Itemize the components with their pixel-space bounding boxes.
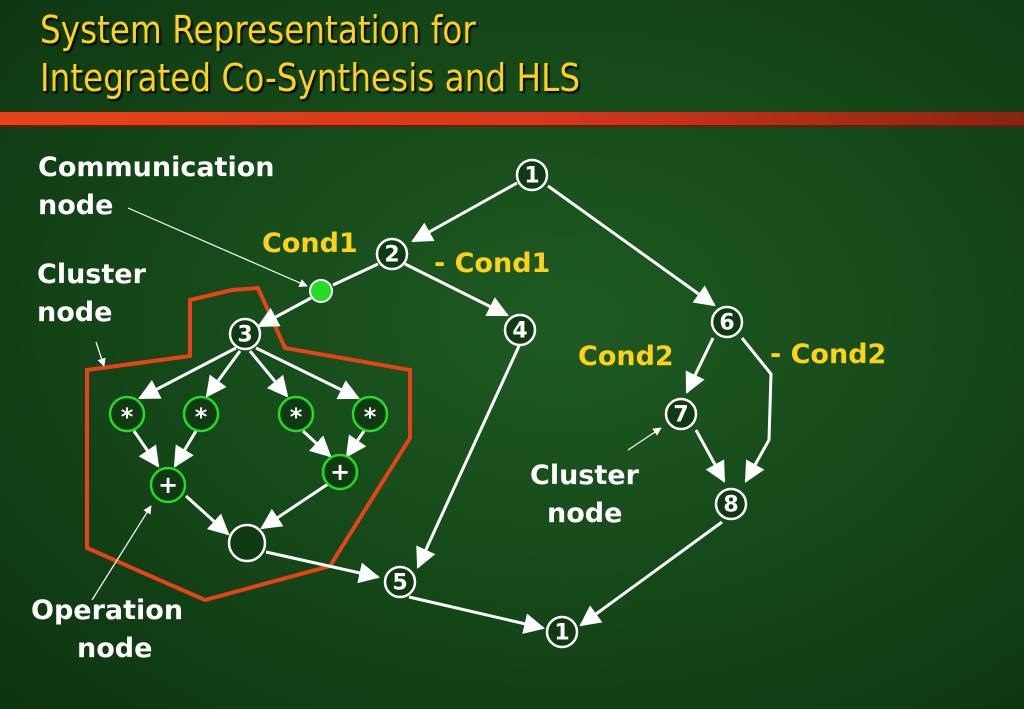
edge-addL-join: [184, 494, 230, 536]
label-cluster-node-right-line1: Cluster: [530, 460, 640, 491]
title-divider-shadow: [0, 125, 1024, 127]
operation-node-mul-2: *: [182, 395, 220, 433]
edge-3-mul3: [248, 350, 289, 398]
label-cluster-node-left-line2: node: [37, 297, 112, 328]
task-node-5: 5: [383, 565, 417, 599]
task-node-3: 3: [228, 317, 262, 351]
svg-text:*: *: [121, 403, 134, 431]
title-line-1: System Representation for: [40, 8, 476, 52]
edge-3-mul2: [205, 350, 242, 398]
pointer-cluster-left: [95, 341, 106, 367]
svg-text:8: 8: [723, 493, 738, 518]
edge-1-6: [547, 184, 716, 307]
title-divider: [0, 112, 1024, 125]
task-node-1-top: 1: [515, 158, 549, 192]
task-node-2: 2: [375, 237, 409, 271]
label-cond2: Cond2: [578, 341, 674, 372]
edge-mul3-addR: [301, 429, 332, 458]
edge-mul4-addR: [345, 430, 367, 458]
label-operation-node-line1: Operation: [31, 595, 183, 626]
edge-6-7: [685, 337, 715, 394]
svg-text:+: +: [330, 458, 350, 486]
edge-4-5: [416, 345, 521, 569]
operation-node-add-left: +: [149, 466, 187, 504]
label-cluster-node-left-line1: Cluster: [37, 259, 147, 290]
svg-text:+: +: [158, 471, 178, 499]
edge-5-1b: [408, 595, 546, 634]
label-operation-node-line2: node: [77, 633, 152, 664]
svg-text:2: 2: [384, 243, 399, 268]
task-node-1-bottom: 1: [545, 615, 579, 649]
edge-7-8: [694, 429, 726, 483]
operation-node-mul-1: *: [108, 395, 146, 433]
task-node-8: 8: [714, 487, 748, 521]
svg-text:5: 5: [392, 571, 407, 596]
pointer-cluster-right: [627, 427, 662, 451]
pointer-operation: [91, 505, 152, 601]
communication-node: [309, 279, 333, 303]
edge-2-4: [404, 262, 509, 317]
edge-addR-join: [260, 482, 329, 530]
graph-edges: [132, 181, 773, 634]
svg-text:1: 1: [524, 164, 539, 189]
svg-text:1: 1: [554, 621, 569, 646]
label-neg-cond2: - Cond2: [770, 339, 886, 370]
label-communication-node-line1: Communication: [38, 152, 275, 183]
title-line-2: Integrated Co-Synthesis and HLS: [40, 56, 581, 100]
cluster-outline: [85, 285, 412, 603]
label-cond1: Cond1: [262, 228, 358, 259]
task-node-7: 7: [664, 397, 698, 431]
svg-text:7: 7: [673, 403, 688, 428]
edge-mul2-addL: [173, 430, 198, 468]
label-neg-cond1: - Cond1: [434, 248, 550, 279]
edge-join-5: [265, 550, 381, 584]
edge-mul1-addL: [132, 430, 160, 468]
join-node: [227, 523, 267, 563]
operation-node-mul-3: *: [277, 395, 315, 433]
pointer-communication: [127, 207, 308, 287]
label-pointers: [91, 207, 662, 601]
edge-2-comm: [332, 262, 379, 287]
svg-text:*: *: [364, 403, 377, 431]
edge-1-2: [411, 181, 518, 243]
svg-text:6: 6: [719, 311, 734, 336]
svg-text:*: *: [290, 403, 303, 431]
edge-comm-3: [257, 296, 312, 328]
slide-title: System Representation for Integrated Co-…: [40, 6, 580, 102]
edge-8-1b: [579, 520, 723, 627]
label-communication-node-line2: node: [38, 190, 113, 221]
svg-text:*: *: [195, 403, 208, 431]
svg-text:3: 3: [237, 323, 252, 348]
operation-node-add-right: +: [321, 453, 359, 491]
label-cluster-node-right-line2: node: [547, 498, 622, 529]
svg-text:4: 4: [512, 319, 527, 344]
edge-6-8: [740, 337, 773, 483]
edge-3-mul4: [255, 346, 360, 400]
task-node-4: 4: [503, 313, 537, 347]
operation-node-mul-4: *: [351, 395, 389, 433]
edge-3-mul1: [138, 346, 237, 400]
task-node-6: 6: [710, 305, 744, 339]
